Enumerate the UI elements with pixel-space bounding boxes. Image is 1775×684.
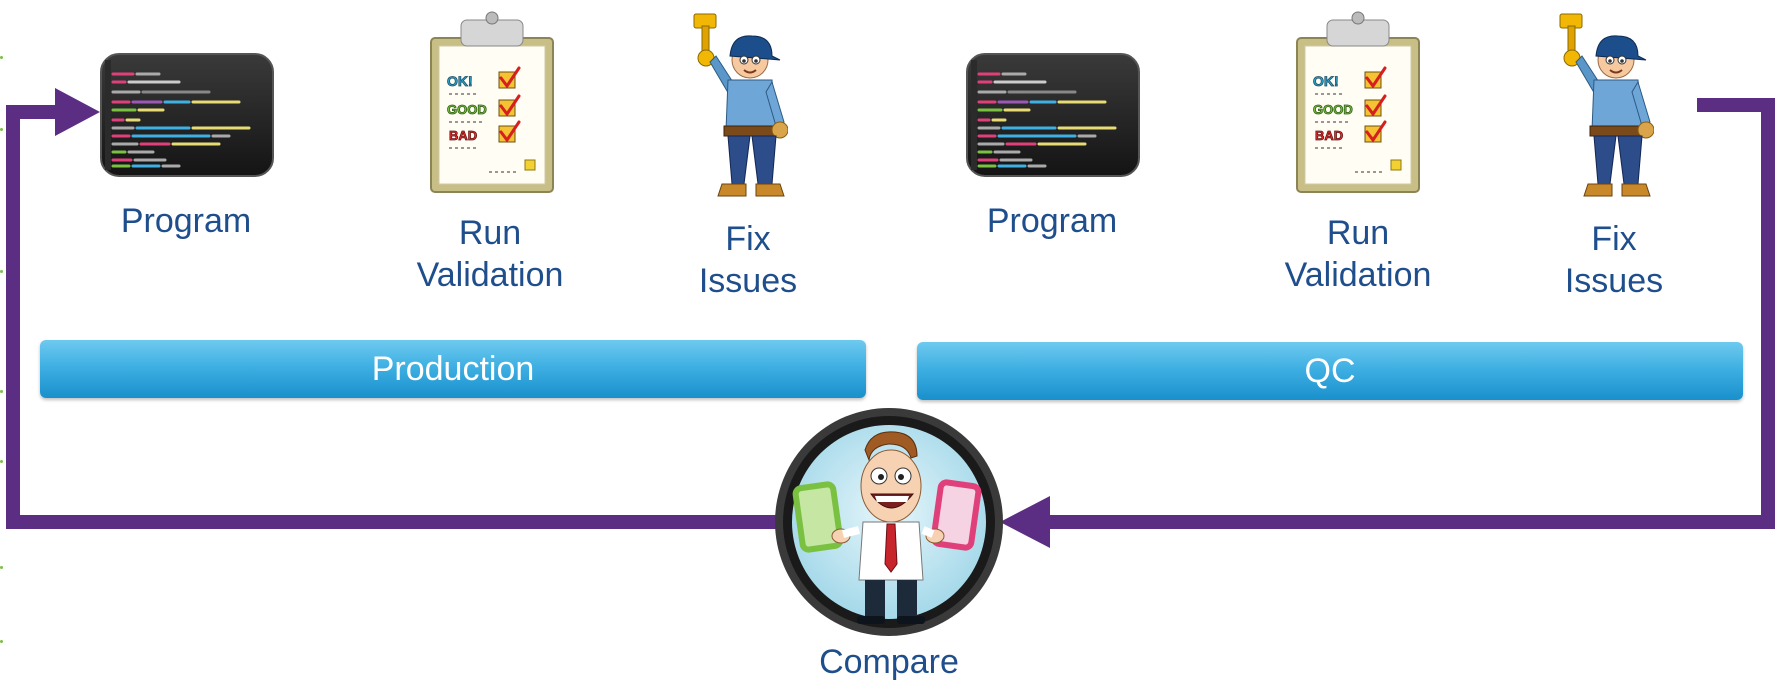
checklist-bad-word: BAD — [1315, 128, 1343, 143]
arrowhead-into-program — [55, 88, 100, 136]
checklist-good-word: GOOD — [447, 102, 487, 117]
production-issues-label: Issues — [698, 262, 798, 300]
production-program-label: Program — [120, 202, 252, 240]
production-run-validation-label: Run Validation — [400, 212, 580, 296]
qc-fix-label: Fix — [1591, 220, 1637, 258]
code-editor-icon — [966, 53, 1140, 177]
qc-phase-bar: QC — [917, 342, 1743, 400]
handyman-hammer-icon — [1559, 13, 1654, 197]
checklist-good-word: GOOD — [1313, 102, 1353, 117]
qc-run-label: Run — [1326, 214, 1390, 252]
production-fix-label: Fix — [725, 220, 771, 258]
qc-issues-label: Issues — [1564, 262, 1664, 300]
clipboard-checklist-icon: OK! GOOD BAD — [1296, 11, 1420, 193]
man-holding-tablets-icon — [775, 408, 1003, 636]
qc-validation-label: Validation — [1284, 256, 1432, 294]
qc-fix-issues-label: Fix Issues — [1524, 218, 1704, 302]
checklist-ok-word: OK! — [447, 73, 473, 89]
compare-label: Compare — [819, 643, 959, 681]
loop-arrow-right — [1045, 98, 1775, 529]
clipboard-checklist-icon: OK! GOOD BAD — [430, 11, 554, 193]
handyman-hammer-icon — [693, 13, 788, 197]
production-validation-label: Validation — [416, 256, 564, 294]
checklist-ok-word: OK! — [1313, 73, 1339, 89]
qc-run-validation-label: Run Validation — [1268, 212, 1448, 296]
qc-program-label: Program — [986, 202, 1118, 240]
code-editor-icon — [100, 53, 274, 177]
checklist-bad-word: BAD — [449, 128, 477, 143]
production-phase-bar: Production — [40, 340, 866, 398]
loop-arrow-left — [6, 105, 782, 529]
arrowhead-into-compare — [1000, 496, 1050, 548]
production-run-label: Run — [458, 214, 522, 252]
production-fix-issues-label: Fix Issues — [658, 218, 838, 302]
